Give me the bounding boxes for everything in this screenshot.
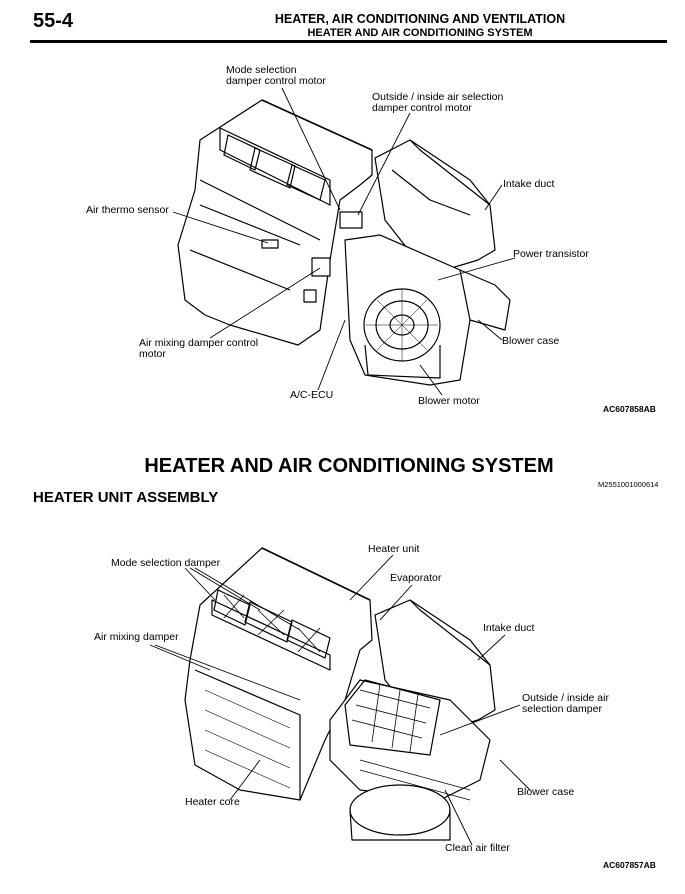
section-header: HEATER AND AIR CONDITIONING SYSTEM: [307, 27, 533, 39]
section-reference: M2551001000614: [598, 480, 659, 489]
label-power-transistor: Power transistor: [513, 248, 589, 260]
label-intake-duct-1: Intake duct: [503, 178, 555, 190]
label-blower-case-2: Blower case: [517, 786, 575, 798]
label-mode-selection-damper: Mode selection damper: [111, 557, 221, 569]
page-number: 55-4: [33, 10, 74, 32]
chapter-title: HEATER, AIR CONDITIONING AND VENTILATION: [274, 12, 566, 26]
label-air-thermo-sensor: Air thermo sensor: [86, 204, 169, 216]
header-rule: [30, 40, 667, 43]
label-outside-inside-damper: Outside / inside air selection damper: [522, 692, 609, 715]
label-clean-air-filter: Clean air filter: [445, 842, 510, 854]
label-heater-core: Heater core: [185, 796, 240, 808]
label-ac-ecu: A/C-ECU: [290, 389, 334, 401]
label-blower-case-1: Blower case: [502, 335, 560, 347]
label-air-mixing-motor: Air mixing damper control motor: [139, 337, 259, 360]
label-intake-duct-2: Intake duct: [483, 622, 535, 634]
subsection-title: HEATER UNIT ASSEMBLY: [33, 489, 219, 506]
label-blower-motor: Blower motor: [418, 395, 480, 407]
label-mode-motor: Mode selection damper control motor: [226, 64, 326, 87]
figure2-code: AC607857AB: [603, 860, 656, 870]
label-outside-motor: Outside / inside air selection damper co…: [372, 91, 504, 114]
figure1-code: AC607858AB: [603, 404, 656, 414]
label-air-mixing-damper: Air mixing damper: [94, 631, 179, 643]
section-title: HEATER AND AIR CONDITIONING SYSTEM: [144, 455, 554, 477]
label-heater-unit: Heater unit: [368, 543, 420, 555]
label-evaporator: Evaporator: [390, 572, 442, 584]
